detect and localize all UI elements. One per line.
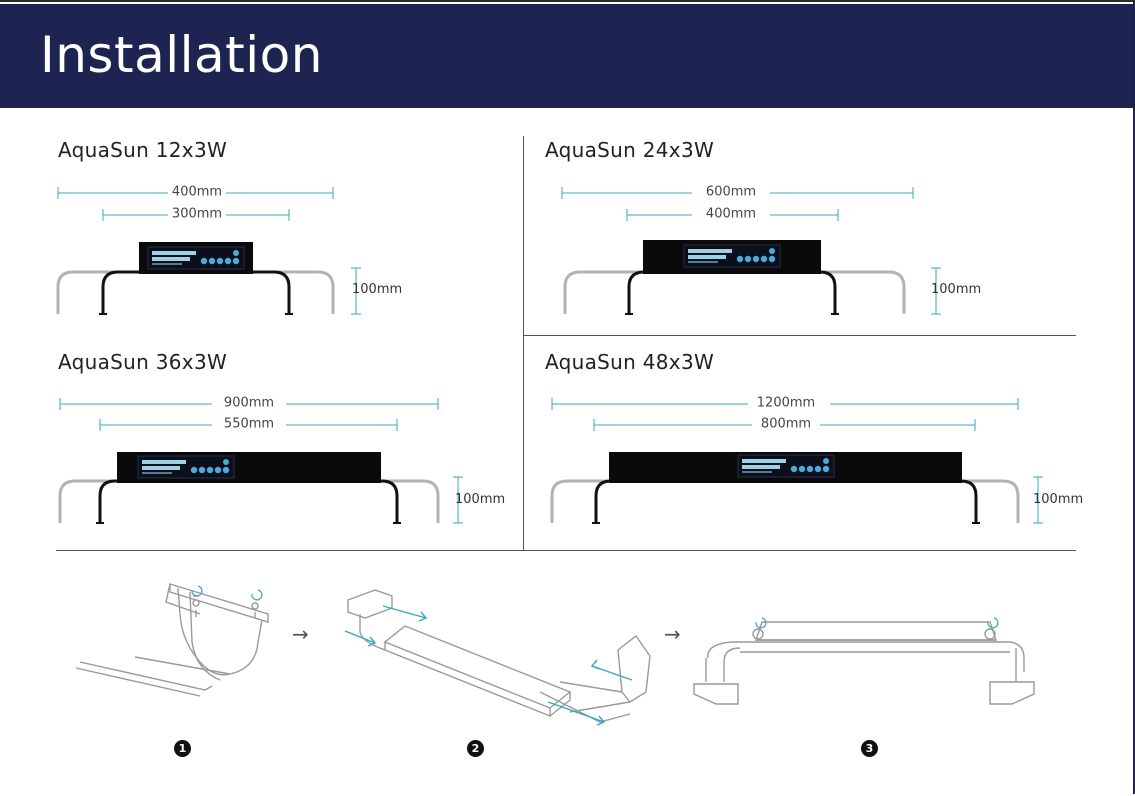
dim-outer-12x3w: 400mm xyxy=(167,184,227,200)
dim-outer-36x3w: 900mm xyxy=(219,395,279,411)
step-arrow-1-icon: → xyxy=(292,622,309,646)
dim-inner-48x3w: 800mm xyxy=(756,416,816,432)
step-number-2: 2 xyxy=(467,740,484,757)
dim-height-12x3w: 100mm xyxy=(352,282,403,297)
dim-outer-24x3w: 600mm xyxy=(701,184,761,200)
product-title-24x3w: AquaSun 24x3W xyxy=(545,138,715,162)
page-title: Installation xyxy=(40,26,323,84)
dim-height-24x3w: 100mm xyxy=(931,282,982,297)
grid-divider-vertical xyxy=(523,136,524,550)
page-header: Installation xyxy=(0,4,1133,108)
diagram-36x3w xyxy=(58,398,463,524)
product-title-12x3w: AquaSun 12x3W xyxy=(58,138,228,162)
dim-inner-24x3w: 400mm xyxy=(701,206,761,222)
diagram-24x3w xyxy=(561,187,941,315)
step-1-illustration xyxy=(75,583,269,697)
dim-height-48x3w: 100mm xyxy=(1033,492,1084,507)
step-2-illustration xyxy=(347,589,651,723)
dim-height-36x3w: 100mm xyxy=(455,492,506,507)
step-3-illustration xyxy=(693,621,1035,705)
dim-outer-48x3w: 1200mm xyxy=(752,395,820,411)
product-title-48x3w: AquaSun 48x3W xyxy=(545,350,715,374)
step-arrow-2-icon: → xyxy=(664,622,681,646)
diagram-48x3w xyxy=(550,398,1043,524)
dim-inner-36x3w: 550mm xyxy=(219,416,279,432)
product-title-36x3w: AquaSun 36x3W xyxy=(58,350,228,374)
dim-inner-12x3w: 300mm xyxy=(167,206,227,222)
diagram-12x3w xyxy=(56,187,361,315)
grid-divider-middle xyxy=(523,335,1076,336)
step-number-1: 1 xyxy=(174,740,191,757)
grid-divider-bottom xyxy=(56,550,1076,551)
step-number-3: 3 xyxy=(861,740,878,757)
